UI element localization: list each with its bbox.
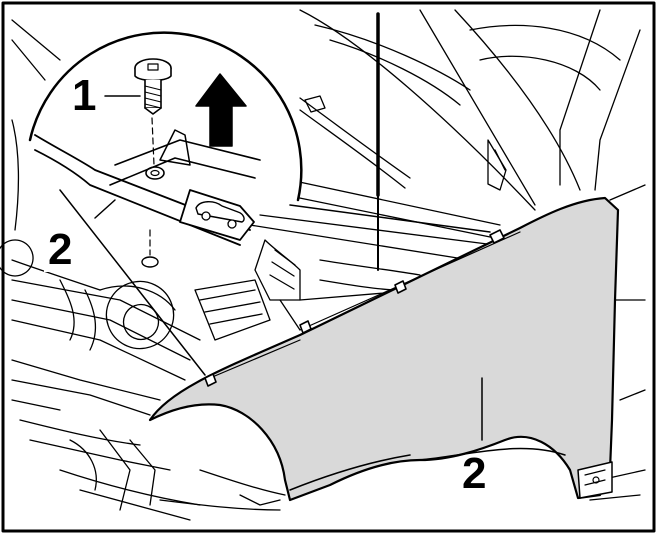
up-arrow-icon <box>195 73 247 147</box>
engine-bay-lineart <box>0 9 646 521</box>
fender-upper-leader-line <box>94 199 116 219</box>
callout-label-bolt: 1 <box>68 74 101 118</box>
car-direction-icon <box>179 189 255 241</box>
fender-panel <box>148 196 620 502</box>
callout-label-fender-main: 2 <box>462 449 487 498</box>
callout-label-fender-upper: 2 <box>44 228 77 272</box>
fender-shape <box>148 196 620 502</box>
bolt-icon <box>134 58 172 115</box>
